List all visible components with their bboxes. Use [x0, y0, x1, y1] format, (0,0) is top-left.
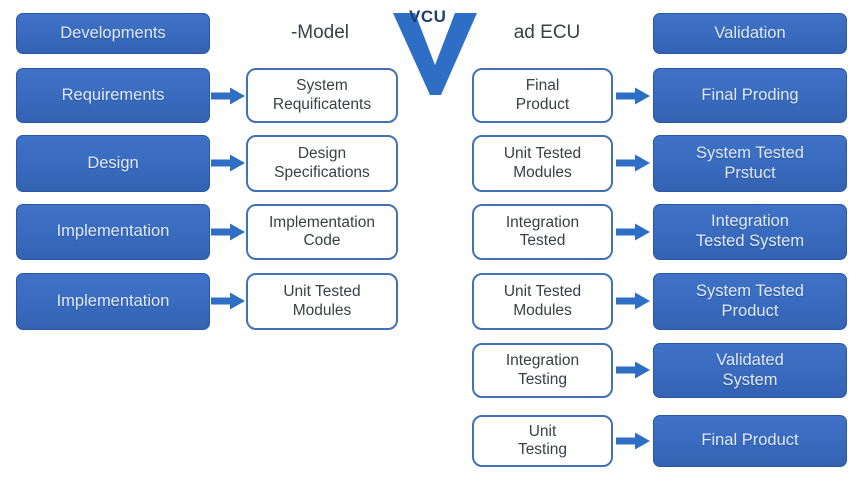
- phase-box-developments: Developments: [16, 13, 210, 54]
- result-box-validation: Validation: [653, 13, 847, 54]
- arrow-right-icon: [616, 361, 650, 379]
- result-box-integration-tested-system: Integration Tested System: [653, 204, 847, 260]
- result-box-final-proding: Final Proding: [653, 68, 847, 123]
- vcu-label: VCU: [409, 7, 447, 26]
- test-box-integration-testing: Integration Testing: [472, 343, 613, 398]
- artifact-box-system-requificatents: System Requificatents: [246, 68, 398, 123]
- arrow-right-icon: [211, 154, 245, 172]
- right-column-header: ad ECU: [513, 22, 581, 43]
- artifact-box-unit-tested-modules: Unit Tested Modules: [246, 273, 398, 330]
- test-box-unit-testing: Unit Testing: [472, 415, 613, 467]
- artifact-box-implementation-code: Implementation Code: [246, 204, 398, 260]
- test-box-integration-tested: Integration Tested: [472, 204, 613, 260]
- test-box-unit-tested-modules-1: Unit Tested Modules: [472, 135, 613, 192]
- result-box-system-tested-product: System Tested Product: [653, 273, 847, 330]
- arrow-right-icon: [616, 87, 650, 105]
- arrow-right-icon: [211, 292, 245, 310]
- test-box-final-product: Final Product: [472, 68, 613, 123]
- phase-box-implementation-1: Implementation: [16, 204, 210, 260]
- arrow-right-icon: [616, 223, 650, 241]
- arrow-right-icon: [616, 292, 650, 310]
- result-box-validated-system: Validated System: [653, 343, 847, 398]
- arrow-right-icon: [616, 154, 650, 172]
- v-shape-icon: [393, 13, 477, 95]
- phase-box-implementation-2: Implementation: [16, 273, 210, 330]
- left-column-header: -Model: [290, 22, 350, 43]
- phase-box-requirements: Requirements: [16, 68, 210, 123]
- arrow-right-icon: [616, 432, 650, 450]
- result-box-final-product: Final Product: [653, 415, 847, 467]
- result-box-system-tested-prstuct: System Tested Prstuct: [653, 135, 847, 192]
- artifact-box-design-specifications: Design Specifications: [246, 135, 398, 192]
- phase-box-design: Design: [16, 135, 210, 192]
- arrow-right-icon: [211, 223, 245, 241]
- test-box-unit-tested-modules-2: Unit Tested Modules: [472, 273, 613, 330]
- arrow-right-icon: [211, 87, 245, 105]
